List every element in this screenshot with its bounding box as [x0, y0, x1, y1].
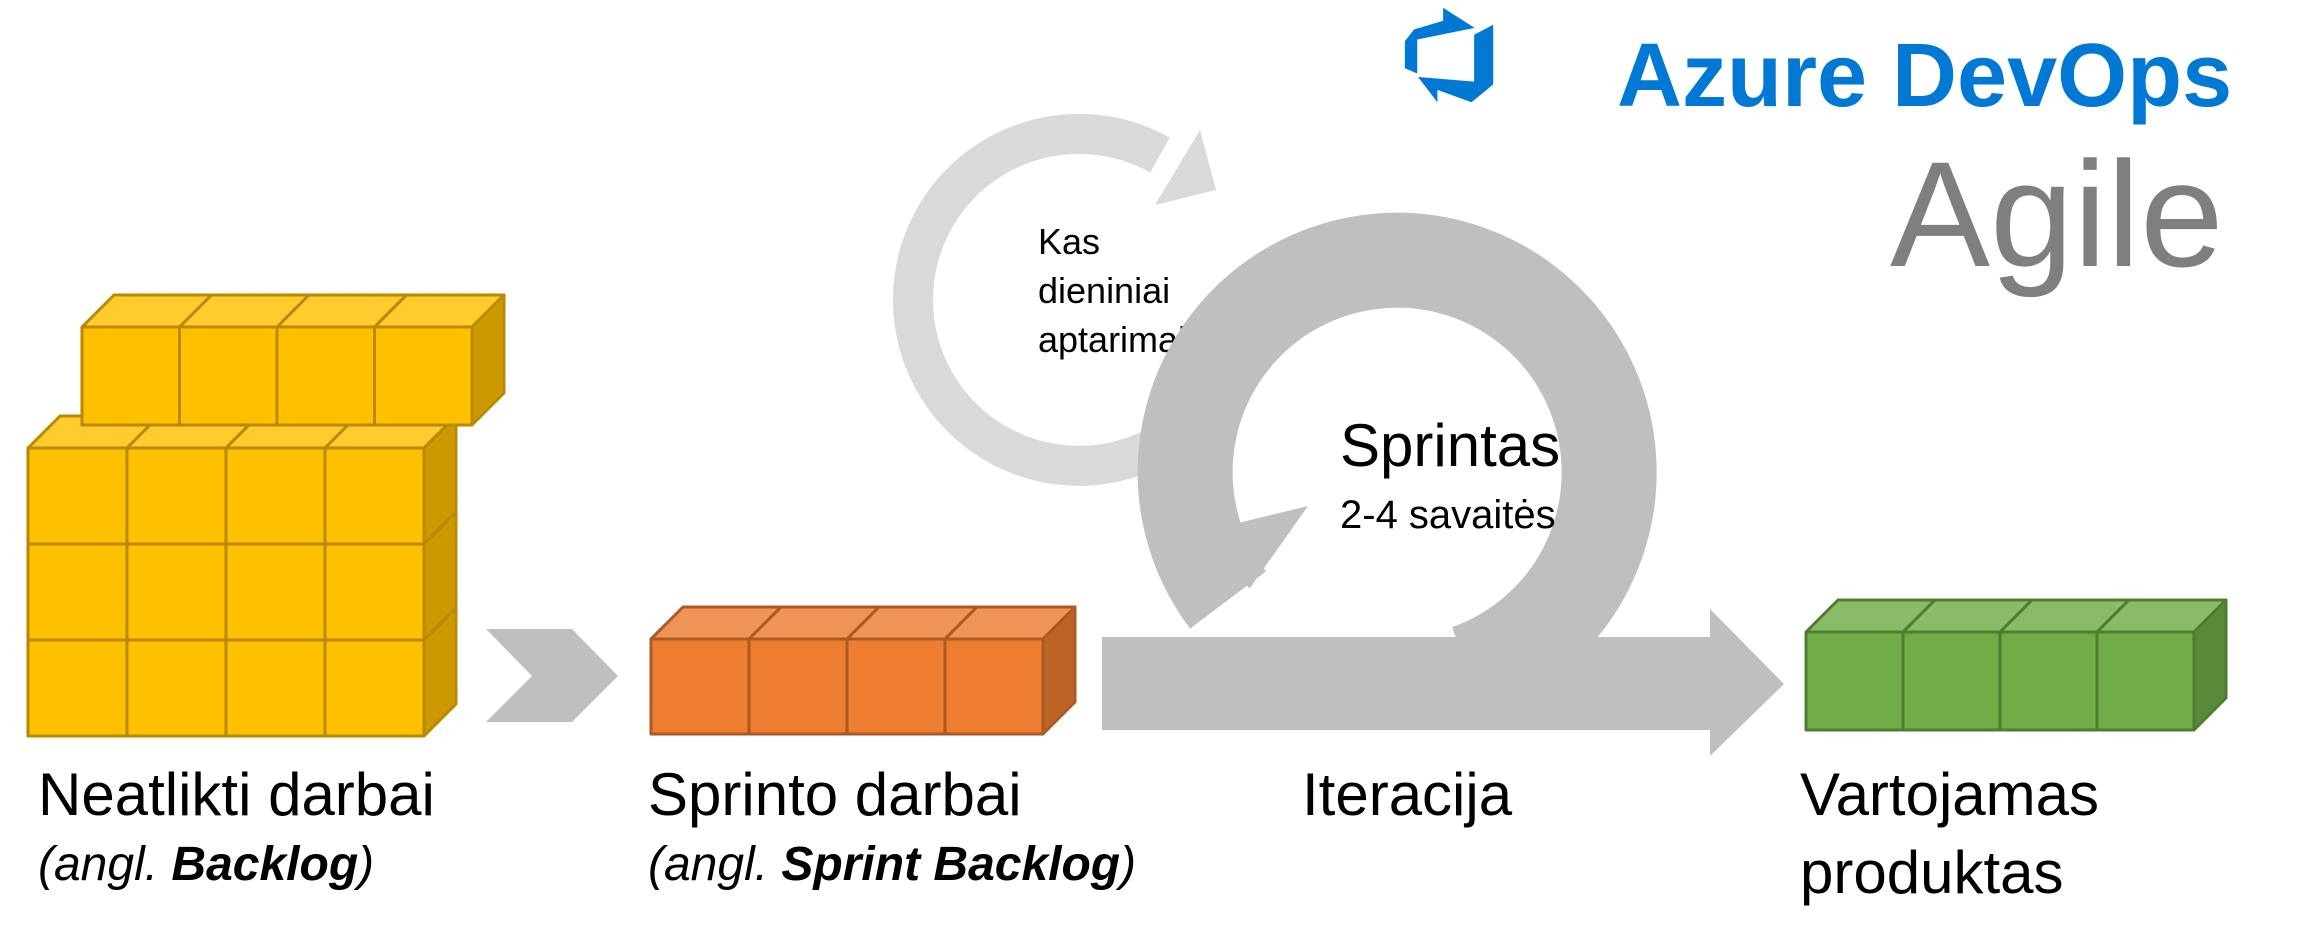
brand-name: Azure DevOps: [1617, 26, 2232, 126]
sprint-title: Sprintas: [1340, 412, 1560, 479]
backlog-row-2-block-1: [26, 542, 129, 642]
daily-label-line-3: aptarimai: [1038, 319, 1186, 360]
brand-subtitle: Agile: [1890, 130, 2224, 298]
backlog-row-3-block-1: [26, 446, 129, 546]
backlog-row-1-block-1: [26, 638, 129, 738]
backlog-note-term: Backlog: [171, 838, 358, 891]
backlog-row-2-block-4: [323, 542, 426, 642]
backlog-row-3-block-2: [125, 446, 228, 546]
sprint-backlog-row-block-3: [845, 637, 947, 736]
backlog-blocks: [26, 293, 506, 738]
daily-label-line-2: dieniniai: [1038, 270, 1170, 311]
iteration-title: Iteracija: [1302, 761, 1513, 828]
sprint-backlog-note-close: ): [1115, 838, 1136, 891]
backlog-note: (angl. Backlog): [38, 838, 374, 891]
product-title-line-2: produktas: [1800, 839, 2064, 906]
iteration-arrow: [1102, 609, 1784, 756]
sprint-backlog-title: Sprinto darbai: [648, 761, 1022, 828]
chevron-arrow: [486, 629, 618, 722]
daily-label-line-1: Kas: [1038, 221, 1100, 262]
backlog-row-1-block-2: [125, 638, 228, 738]
sprint-backlog-row-block-1: [649, 637, 751, 736]
backlog-note-close: ): [353, 838, 374, 891]
backlog-row-2-block-3: [224, 542, 327, 642]
backlog-row-4-block-2: [178, 325, 279, 427]
daily-loop-arrow: [893, 113, 1216, 486]
backlog-note-open: (angl.: [38, 838, 171, 891]
backlog-row-3-block-3: [224, 446, 327, 546]
azure-devops-logo-icon: [1404, 7, 1494, 103]
backlog-row-4-block-1: [80, 325, 181, 427]
sprint-backlog-row-block-4: [943, 637, 1045, 736]
sprint-backlog-note-open: (angl.: [648, 838, 781, 891]
backlog-row-3-block-4: [323, 446, 426, 546]
product-row-block-3: [1998, 630, 2099, 732]
product-row-block-4: [2095, 630, 2196, 732]
sprint-backlog-note: (angl. Sprint Backlog): [648, 838, 1136, 891]
sprint-duration: 2-4 savaitės: [1340, 493, 1556, 537]
sprint-backlog-note-term: Sprint Backlog: [781, 838, 1120, 891]
product-row-block-2: [1901, 630, 2002, 732]
backlog-row-1-block-3: [224, 638, 327, 738]
product-row-block-1: [1804, 630, 1905, 732]
sprint-backlog-blocks: [649, 605, 1077, 736]
product-blocks: [1804, 598, 2228, 732]
backlog-row-2-block-2: [125, 542, 228, 642]
backlog-row-4-block-3: [275, 325, 376, 427]
sprint-backlog-row-block-2: [747, 637, 849, 736]
backlog-row-1-block-4: [323, 638, 426, 738]
backlog-title: Neatlikti darbai: [38, 761, 435, 828]
backlog-row-4-block-4: [373, 325, 474, 427]
product-title-line-1: Vartojamas: [1800, 761, 2099, 828]
sprint-loop-arrow: [1137, 212, 1657, 717]
